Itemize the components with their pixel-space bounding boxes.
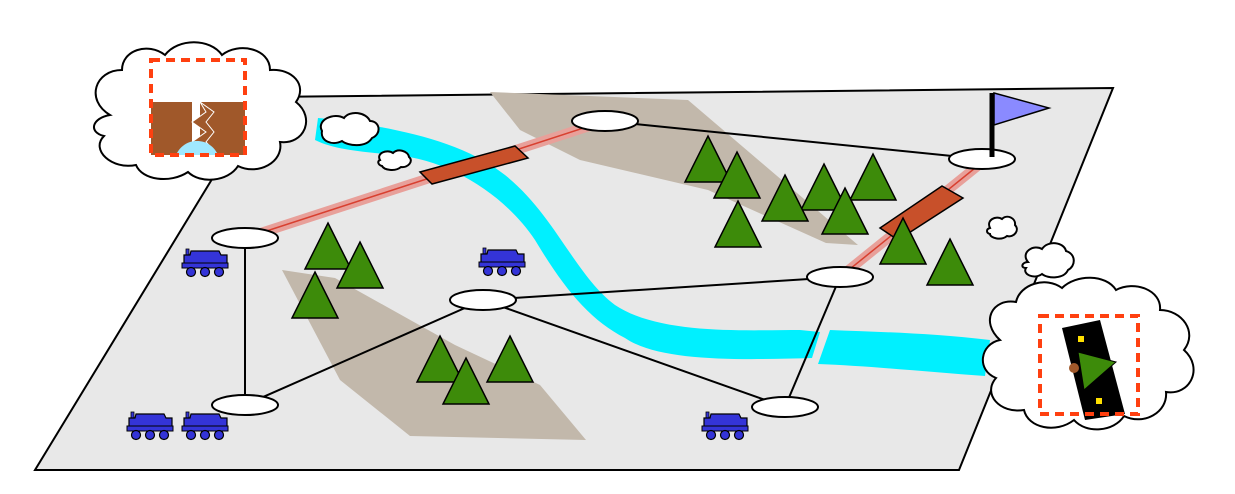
- cliff-gap-illustration: [151, 101, 245, 156]
- highlight-box: [1038, 314, 1140, 416]
- graph-node: [571, 110, 639, 132]
- thought-trail-right: [986, 215, 1075, 279]
- graph-node: [806, 266, 874, 288]
- graph-node: [211, 394, 279, 416]
- road-with-obstacle-illustration: [1062, 320, 1125, 420]
- thought-cloud-icon: [93, 41, 308, 181]
- thought-cloud-icon: [981, 276, 1195, 431]
- graph-node: [751, 396, 819, 418]
- graph-edges: [244, 120, 983, 408]
- graph-node: [449, 289, 517, 311]
- graph-nodes: [211, 110, 1016, 418]
- bridge-icon: [418, 145, 530, 185]
- thought-trail-upper-left: [319, 112, 412, 171]
- river-lower: [818, 330, 990, 376]
- highlight-box: [149, 58, 247, 157]
- graph-node: [211, 227, 279, 249]
- flag-icon: [989, 92, 1052, 157]
- graph-node: [948, 148, 1016, 170]
